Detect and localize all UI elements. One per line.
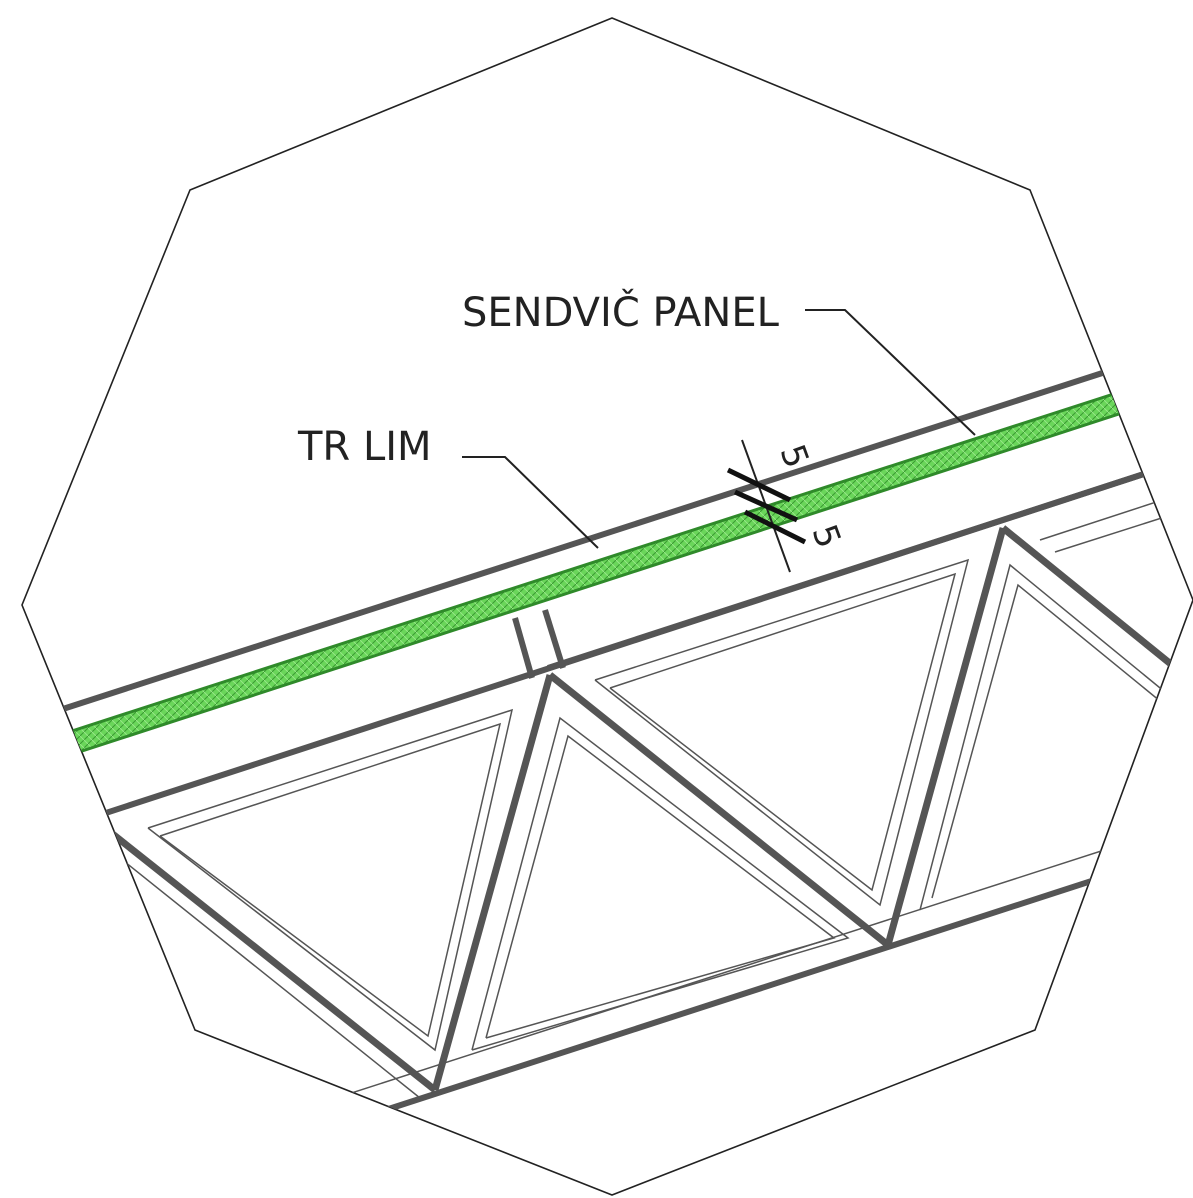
triangle-inner-5b — [1054, 507, 1193, 553]
truss-diagonal-1 — [92, 817, 438, 1093]
sandwich-panel-leader — [805, 309, 976, 436]
dimension-bottom-label: 5 — [804, 519, 849, 553]
dimension-tick-2 — [733, 489, 799, 523]
triangle-inner-3 — [594, 558, 970, 907]
truss-end-stub — [78, 819, 99, 869]
triangle-inner-2b — [485, 734, 836, 1039]
truss-diagonal-5 — [1000, 525, 1193, 685]
sandwich-panel-label: SENDVIČ PANEL — [462, 288, 780, 336]
triangle-inner-4 — [919, 563, 1193, 911]
truss-bottom-chord-thin — [304, 831, 1161, 1109]
truss-diagonal-4 — [884, 527, 1007, 946]
triangle-inner-3b — [609, 572, 957, 892]
detail-boundary — [21, 17, 1193, 1196]
truss-diagonal-3 — [547, 672, 891, 948]
truss-post-2 — [542, 609, 566, 669]
triangle-inner-4b — [931, 583, 1193, 899]
tr-sheet-leader — [462, 456, 599, 549]
dimension-tick-1 — [726, 467, 792, 503]
truss-post — [512, 617, 535, 679]
truss-diagonal-2 — [431, 674, 554, 1091]
truss-bottom-chord — [329, 859, 1151, 1131]
triangle-inner-2 — [471, 716, 850, 1051]
detail-content — [34, 353, 1193, 1131]
tr-sheet-label: TR LIM — [297, 424, 432, 470]
tr-sheet-line — [34, 353, 1156, 721]
triangle-inner-1b — [159, 722, 502, 1038]
truss-edge-thin-1 — [97, 848, 421, 1099]
sandwich-panel — [36, 376, 1170, 766]
dimension-tick-3 — [743, 509, 807, 545]
triangle-inner-1 — [147, 708, 514, 1052]
truss-top-chord-lower — [547, 455, 1193, 671]
